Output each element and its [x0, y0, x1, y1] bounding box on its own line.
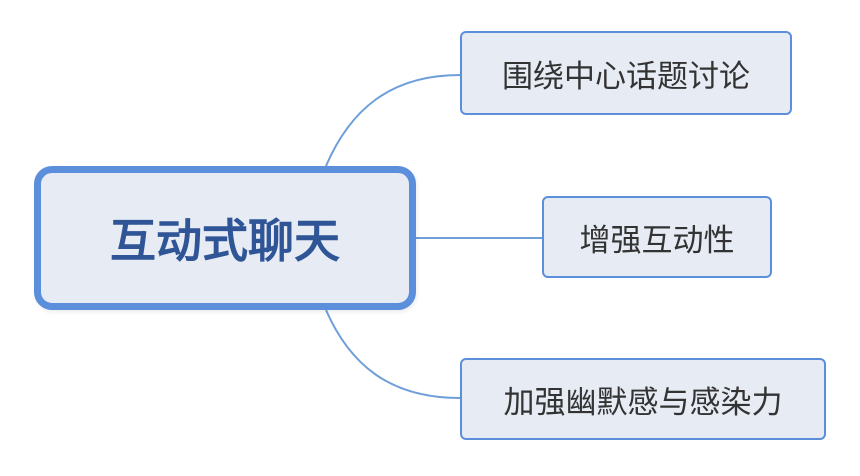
child-node-label: 增强互动性 [579, 222, 735, 259]
connector-bottom [325, 309, 461, 399]
child-node-interaction: 增强互动性 [542, 196, 772, 278]
connector-top [325, 74, 461, 167]
child-node-discussion: 围绕中心话题讨论 [460, 31, 792, 115]
child-node-label: 加强幽默感与感染力 [503, 384, 783, 421]
child-node-humor: 加强幽默感与感染力 [460, 358, 826, 440]
root-node-label: 互动式聊天 [110, 214, 340, 268]
root-node: 互动式聊天 [34, 166, 416, 310]
child-node-label: 围绕中心话题讨论 [502, 58, 750, 95]
